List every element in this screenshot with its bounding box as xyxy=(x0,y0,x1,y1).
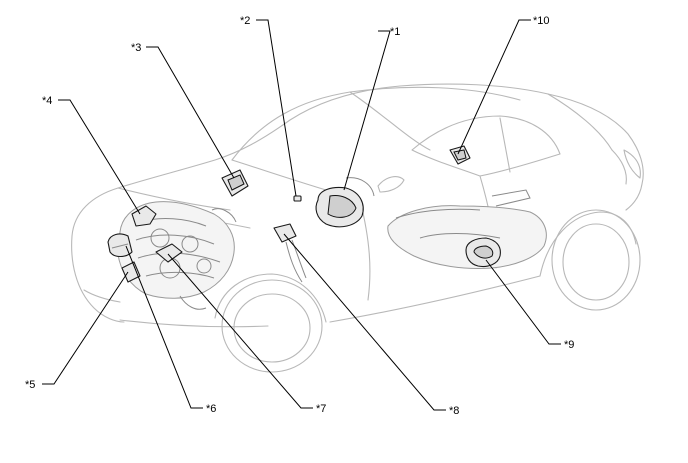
component-3 xyxy=(221,169,249,197)
component-5 xyxy=(121,261,141,283)
callout-label-8: *8 xyxy=(449,405,459,417)
component-7 xyxy=(155,243,183,263)
leader-lines xyxy=(42,19,561,411)
leader-3 xyxy=(146,46,235,179)
leader-5 xyxy=(42,271,129,385)
callout-label-7: *7 xyxy=(316,403,326,415)
callout-label-4: *4 xyxy=(42,95,52,107)
component-10 xyxy=(449,145,471,165)
callout-label-2: *2 xyxy=(240,15,250,27)
leader-4 xyxy=(58,99,141,215)
component-9 xyxy=(465,237,501,268)
leader-9 xyxy=(485,259,561,345)
leader-2 xyxy=(256,19,297,197)
leader-10 xyxy=(457,19,531,155)
leader-6 xyxy=(125,245,203,409)
callout-label-10: *10 xyxy=(533,15,550,27)
callout-labels: *1 *2 *3 *4 *5 *6 *7 *8 *9 *10 xyxy=(25,15,574,417)
component-1 xyxy=(315,177,375,228)
leader-8 xyxy=(283,233,446,411)
component-6 xyxy=(107,233,133,258)
component-2 xyxy=(293,195,302,202)
leader-7 xyxy=(167,253,313,409)
callout-label-3: *3 xyxy=(131,42,141,54)
callout-label-5: *5 xyxy=(25,379,35,391)
leader-1 xyxy=(343,30,391,191)
callout-label-9: *9 xyxy=(564,339,574,351)
fuel-tank-underbody xyxy=(387,189,547,269)
callout-label-1: *1 xyxy=(390,26,400,38)
component-8 xyxy=(273,223,307,283)
callout-label-6: *6 xyxy=(206,403,216,415)
